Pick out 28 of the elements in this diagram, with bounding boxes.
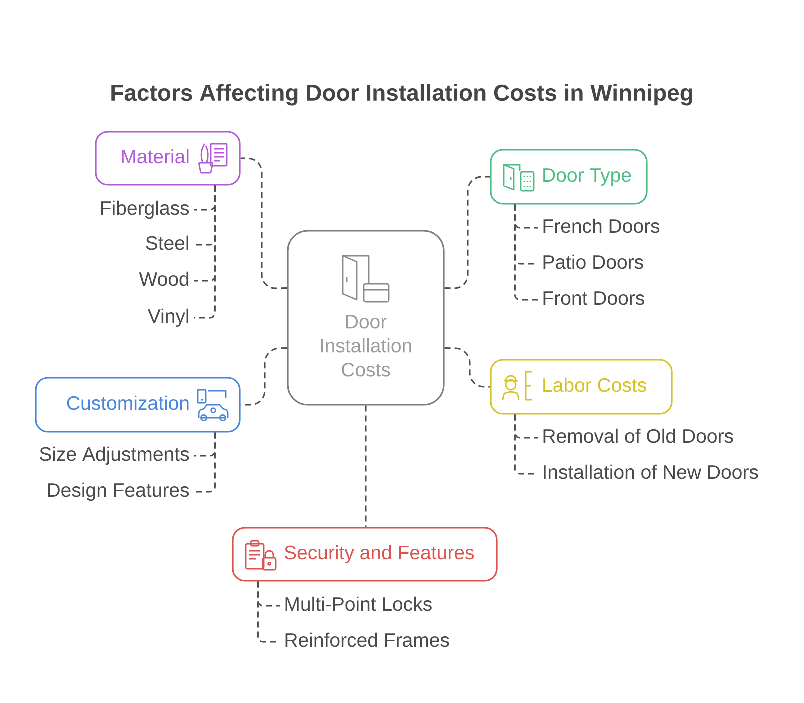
dashed-connector	[365, 406, 367, 528]
branch-label: Installation of New Doors	[544, 464, 758, 480]
dashed-connector	[240, 158, 288, 290]
category-box: Door Type	[490, 149, 648, 205]
dashed-connector	[444, 347, 490, 388]
title: Factors Affecting Door Installation Costs in Winnipeg	[112, 84, 692, 106]
branch-label: Multi-Point Locks	[286, 596, 432, 612]
branch-label: Reinforced Frames	[286, 632, 450, 648]
dashed-connector	[514, 204, 538, 301]
branch-label: Wood	[139, 272, 189, 286]
category-box: Material	[95, 131, 241, 186]
branch-label: French Doors	[544, 218, 660, 234]
branch-label: Steel	[146, 236, 188, 250]
category-box: Customization	[35, 377, 241, 433]
branch-label: Size Adjustments	[40, 446, 190, 466]
category-box: Labor Costs	[490, 359, 673, 415]
branch-label: Design Features	[48, 482, 190, 502]
dashed-connector	[444, 176, 490, 290]
dashed-connector	[194, 186, 216, 319]
dashed-connector	[194, 432, 216, 493]
branch-label: Front Doors	[544, 292, 644, 306]
branch-label: Vinyl	[148, 308, 188, 328]
branch-label: Removal of Old Doors	[544, 428, 734, 444]
branch-label: Fiberglass	[101, 200, 190, 220]
category-box: Security and Features	[232, 527, 498, 582]
dashed-connector	[240, 347, 288, 406]
central-box: Door Installation Costs	[287, 230, 445, 406]
branch-label: Patio Doors	[544, 254, 644, 270]
